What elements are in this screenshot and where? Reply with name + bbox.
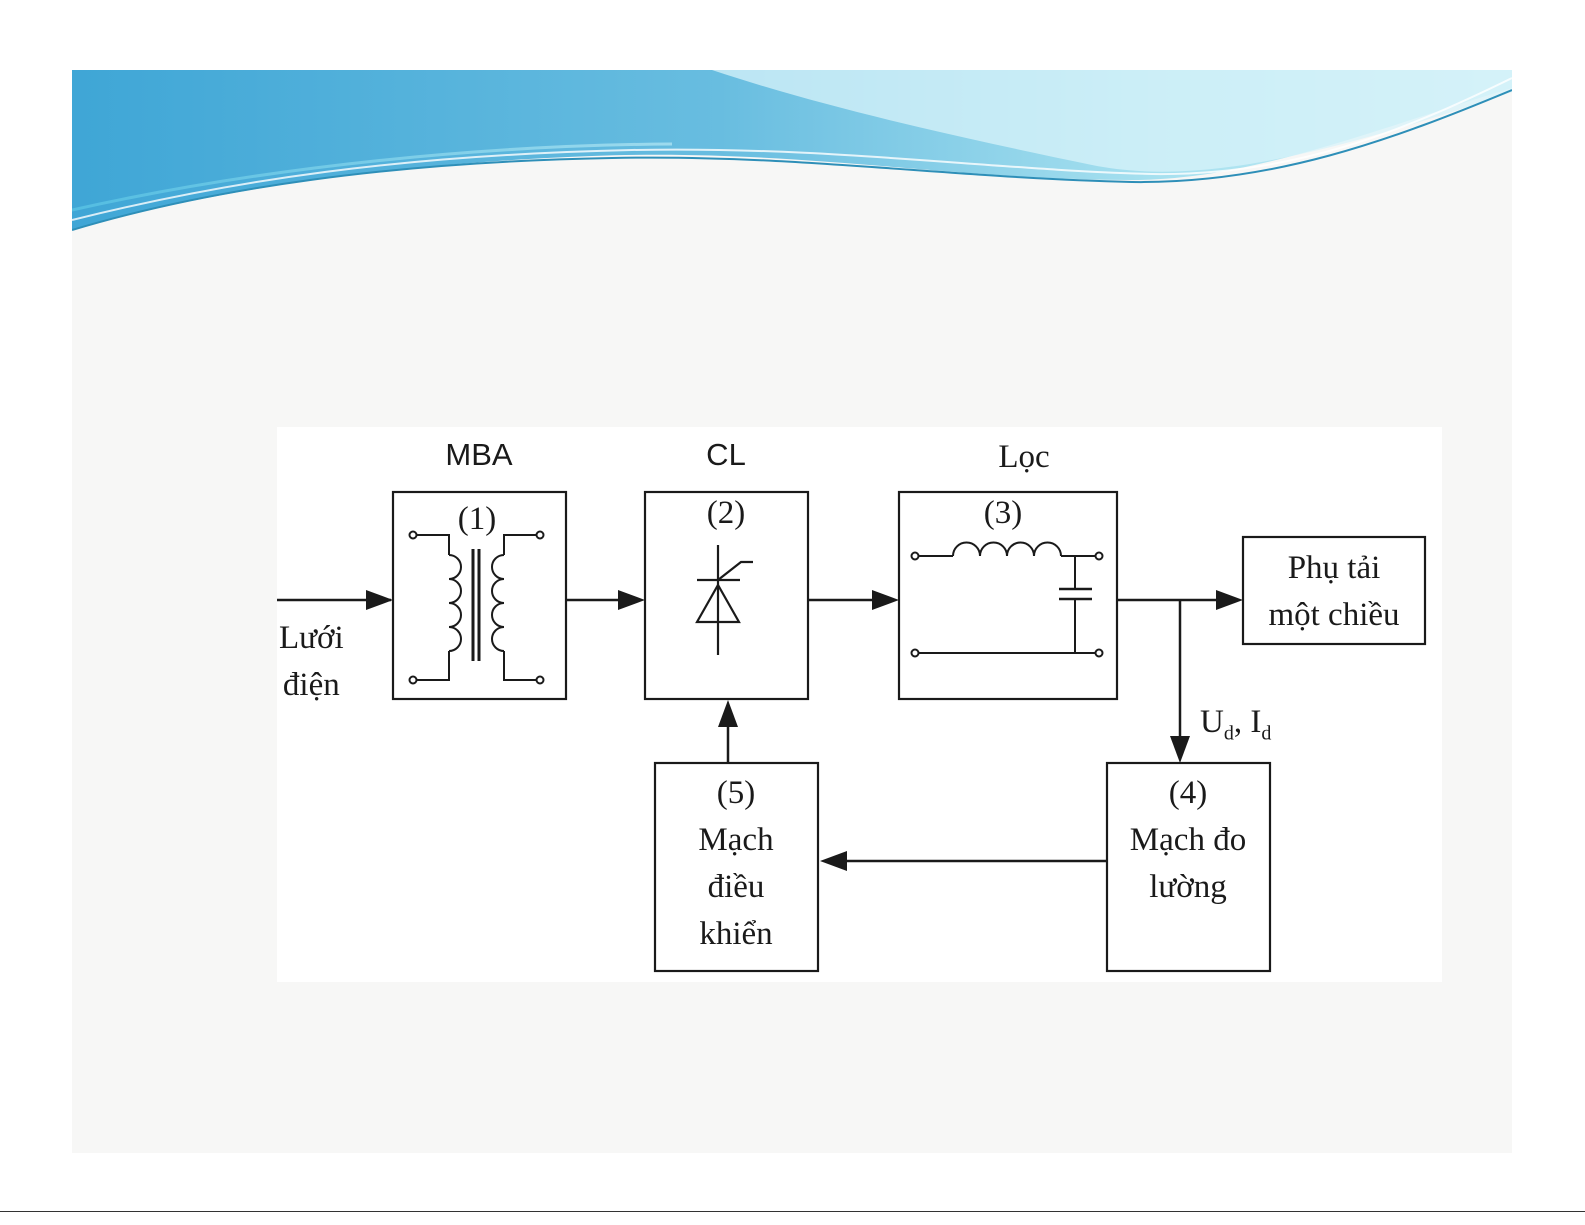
measuring-number: (4) [1130, 770, 1246, 817]
load-label-line2: một chiều [1268, 592, 1399, 639]
filter-number: (3) [984, 497, 1022, 530]
signal-separator: , [1234, 704, 1251, 740]
bottom-rule [0, 1211, 1585, 1212]
input-arrowhead [366, 590, 393, 610]
load-label: Phụ tải một chiều [1268, 545, 1399, 639]
rectifier-number: (2) [707, 497, 745, 530]
control-label: (5) Mạch điều khiển [698, 770, 773, 958]
slide: MBA CL Lọc (1) (2) (3) Phụ tải một chiều… [72, 70, 1512, 1153]
filter-title: Lọc [998, 441, 1049, 474]
transformer-symbol [410, 532, 544, 684]
input-label-line2: điện [279, 662, 344, 709]
rectifier-title: CL [706, 439, 746, 470]
control-number: (5) [698, 770, 773, 817]
voltage-symbol: U [1200, 704, 1224, 740]
thyristor-symbol [697, 545, 753, 655]
measuring-line1: Mạch đo [1130, 817, 1246, 864]
current-subscript: d [1261, 723, 1271, 745]
diagram-drawing [277, 427, 1442, 982]
current-symbol: I [1250, 704, 1261, 740]
transformer-number: (1) [458, 503, 496, 536]
input-label-line1: Lưới [279, 615, 344, 662]
feedback-signal-label: Ud, Id [1200, 706, 1271, 744]
control-line2: điều [698, 864, 773, 911]
measuring-label: (4) Mạch đo lường [1130, 770, 1246, 911]
input-label: Lưới điện [279, 615, 344, 709]
voltage-subscript: d [1224, 723, 1234, 745]
load-label-line1: Phụ tải [1268, 545, 1399, 592]
transformer-title: MBA [445, 439, 512, 470]
lc-filter-symbol [912, 543, 1103, 657]
block-diagram: MBA CL Lọc (1) (2) (3) Phụ tải một chiều… [277, 427, 1442, 982]
control-line3: khiển [698, 911, 773, 958]
control-line1: Mạch [698, 817, 773, 864]
measuring-line2: lường [1130, 864, 1246, 911]
header-wave-banner [72, 70, 1512, 240]
